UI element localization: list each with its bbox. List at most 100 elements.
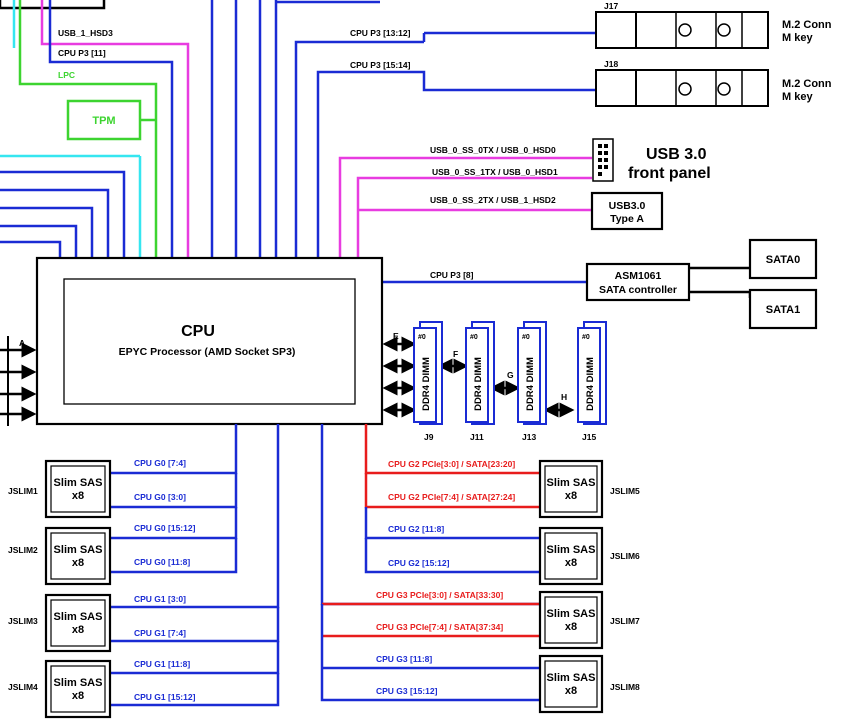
- m2-j17-ref: J17: [604, 1, 618, 11]
- slim-sas-jslim1: [44, 459, 112, 519]
- dimm-j11-label: DDR4 DIMM: [473, 357, 484, 411]
- dimm-j9: [413, 321, 443, 425]
- cpu-subtitle: EPYC Processor (AMD Socket SP3): [119, 346, 296, 358]
- channel-a-arrows: [0, 336, 37, 426]
- jslim4-bus-bot: CPU G1 [15:12]: [134, 692, 196, 702]
- jslim5-ref: JSLIM5: [610, 486, 640, 496]
- jslim8-ref: JSLIM8: [610, 682, 640, 692]
- jslim3-line1: Slim SAS: [54, 611, 103, 623]
- jslim1-line2: x8: [72, 490, 84, 502]
- sata-bus: CPU P3 [8]: [430, 270, 474, 280]
- jslim7-line2: x8: [565, 621, 577, 633]
- bottom-right-buses: [320, 424, 540, 702]
- jslim2-ref: JSLIM2: [8, 545, 38, 555]
- jslim4-line1: Slim SAS: [54, 677, 103, 689]
- slim-sas-jslim8: [538, 654, 604, 714]
- m2-j18-bus: CPU P3 [15:14]: [350, 60, 411, 70]
- jslim2-line2: x8: [72, 557, 84, 569]
- slim-sas-jslim2: [44, 526, 112, 586]
- cpu-p3-11-label: CPU P3 [11]: [58, 48, 106, 58]
- jslim7-bus-bot: CPU G3 PCIe[7:4] / SATA[37:34]: [376, 622, 503, 632]
- channel-f-label: F: [453, 349, 458, 359]
- jslim1-line1: Slim SAS: [54, 477, 103, 489]
- jslim2-bus-bot: CPU G0 [11:8]: [134, 557, 190, 567]
- jslim6-ref: JSLIM6: [610, 551, 640, 561]
- sata-ctrl-line1: ASM1061: [615, 270, 662, 282]
- jslim4-line2: x8: [72, 690, 84, 702]
- cpu-p3-11-line: [48, 0, 174, 258]
- jslim6-bus-bot: CPU G2 [15:12]: [388, 558, 450, 568]
- jslim6-bus-top: CPU G2 [11:8]: [388, 524, 444, 534]
- dimm-j13-label: DDR4 DIMM: [525, 357, 536, 411]
- usb-typea-title2: Type A: [610, 213, 644, 225]
- cpu-title: CPU: [181, 323, 215, 340]
- channel-a-label: A: [19, 338, 25, 348]
- jslim8-line1: Slim SAS: [547, 672, 596, 684]
- jslim1-ref: JSLIM1: [8, 486, 38, 496]
- usb-front-line2: USB_0_SS_1TX / USB_0_HSD1: [432, 167, 558, 177]
- jslim5-line1: Slim SAS: [547, 477, 596, 489]
- cpu-inner-box: [63, 278, 356, 405]
- jslim3-line2: x8: [72, 624, 84, 636]
- slim-sas-jslim5: [538, 459, 604, 519]
- jslim5-bus-bot: CPU G2 PCIe[7:4] / SATA[27:24]: [388, 492, 515, 502]
- channel-h-label: H: [561, 392, 567, 402]
- jslim3-bus-top: CPU G1 [3:0]: [134, 594, 186, 604]
- m2-j17-title: M.2 Conn: [782, 19, 832, 31]
- sata1-label: SATA1: [766, 304, 800, 316]
- lpc-line: [18, 0, 158, 258]
- usb-front-title2: front panel: [628, 165, 711, 182]
- jslim5-line2: x8: [565, 490, 577, 502]
- jslim3-bus-bot: CPU G1 [7:4]: [134, 628, 186, 638]
- dimm-j9-hash: #0: [418, 334, 426, 341]
- m2-j18-ref: J18: [604, 59, 618, 69]
- m2-j18-subtitle: M key: [782, 91, 813, 103]
- dimm-j13: [517, 321, 547, 425]
- dimm-channel-arrows: [382, 336, 575, 418]
- jslim8-bus-top: CPU G3 [11:8]: [376, 654, 432, 664]
- offscreen-box: [0, 0, 106, 10]
- tpm-box: [66, 99, 142, 141]
- slim-sas-jslim7: [538, 590, 604, 650]
- jslim1-bus-bot: CPU G0 [3:0]: [134, 492, 186, 502]
- usb-typea-title1: USB3.0: [609, 200, 646, 212]
- jslim8-line2: x8: [565, 685, 577, 697]
- usb-front-line1: USB_0_SS_0TX / USB_0_HSD0: [430, 145, 556, 155]
- jslim2-bus-top: CPU G0 [15:12]: [134, 523, 196, 533]
- jslim7-line1: Slim SAS: [547, 608, 596, 620]
- usb-front-title1: USB 3.0: [646, 146, 707, 163]
- tpm-label: TPM: [92, 115, 115, 127]
- sata-controller-box: [585, 262, 691, 302]
- bottom-left-buses: [108, 424, 280, 707]
- usb-front-header: [592, 138, 614, 182]
- usb-typea-line: USB_0_SS_2TX / USB_1_HSD2: [430, 195, 556, 205]
- dimm-j13-hash: #0: [522, 334, 530, 341]
- dimm-j11-ref: J11: [470, 432, 484, 442]
- sata0-box: [748, 238, 818, 280]
- jslim3-ref: JSLIM3: [8, 616, 38, 626]
- lpc-label: LPC: [58, 70, 75, 80]
- jslim6-line1: Slim SAS: [547, 544, 596, 556]
- m2-connector-j18: [595, 69, 769, 107]
- jslim8-bus-bot: CPU G3 [15:12]: [376, 686, 438, 696]
- slim-sas-jslim3: [44, 593, 112, 653]
- jslim1-bus-top: CPU G0 [7:4]: [134, 458, 186, 468]
- jslim5-bus-top: CPU G2 PCIe[3:0] / SATA[23:20]: [388, 459, 515, 469]
- slim-sas-jslim4: [44, 659, 112, 719]
- m2-j17-line: [294, 40, 424, 258]
- channel-g-label: G: [507, 370, 514, 380]
- top-left-wiring: [0, 0, 596, 258]
- dimm-j15: [577, 321, 607, 425]
- dimm-j15-ref: J15: [582, 432, 596, 442]
- dimm-j9-label: DDR4 DIMM: [421, 357, 432, 411]
- usb-1-hsd3-label: USB_1_HSD3: [58, 28, 113, 38]
- m2-j17-subtitle: M key: [782, 32, 813, 44]
- dimm-j13-ref: J13: [522, 432, 536, 442]
- jslim7-bus-top: CPU G3 PCIe[3:0] / SATA[33:30]: [376, 590, 503, 600]
- usb-typea-box: [590, 191, 664, 231]
- dimm-j9-ref: J9: [424, 432, 434, 442]
- usb-front-wiring: [338, 156, 592, 258]
- channel-e-label: E: [393, 331, 399, 341]
- dimm-j11: [465, 321, 495, 425]
